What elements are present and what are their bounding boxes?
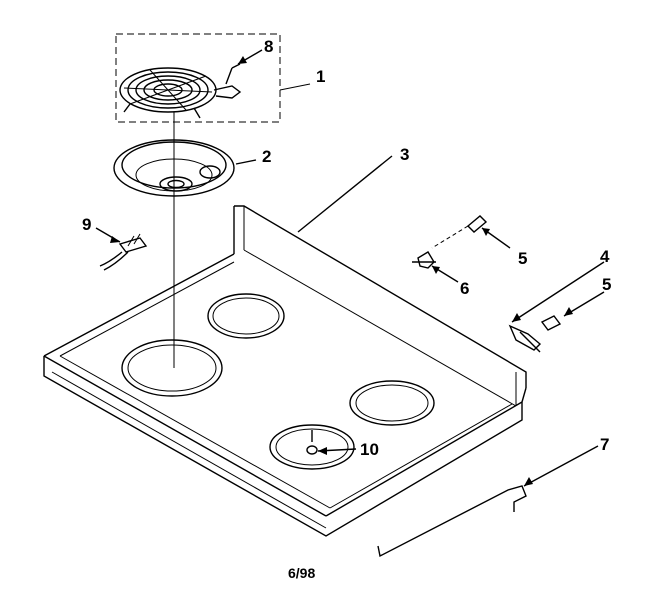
callout-9: 9 — [82, 215, 91, 234]
leader-lines — [95, 49, 605, 487]
surface-element-coil — [119, 63, 242, 119]
callout-8: 8 — [264, 37, 273, 56]
callout-5b: 5 — [602, 275, 611, 294]
callout-7: 7 — [600, 435, 609, 454]
cooktop-main-top — [43, 205, 527, 537]
callout-1: 1 — [316, 67, 325, 86]
support-rod — [377, 485, 527, 558]
callout-6: 6 — [460, 279, 469, 298]
terminal-block — [99, 233, 148, 271]
burner-opening-rear-right — [349, 380, 435, 426]
burner-opening-front-left — [121, 339, 223, 397]
bracket-screw — [540, 315, 562, 331]
callout-3: 3 — [400, 145, 409, 164]
callout-2: 2 — [262, 147, 271, 166]
burner-opening-rear-left — [207, 293, 285, 339]
mounting-screw — [431, 215, 488, 249]
footer-date-code: 6/98 — [288, 565, 315, 581]
burner-opening-front-right — [269, 424, 355, 470]
element-assembly-box — [115, 33, 311, 123]
hinge-bracket — [508, 324, 542, 353]
callout-5a: 5 — [518, 249, 527, 268]
retaining-clip — [412, 251, 436, 269]
callout-4: 4 — [600, 247, 610, 266]
callout-10: 10 — [360, 440, 379, 459]
